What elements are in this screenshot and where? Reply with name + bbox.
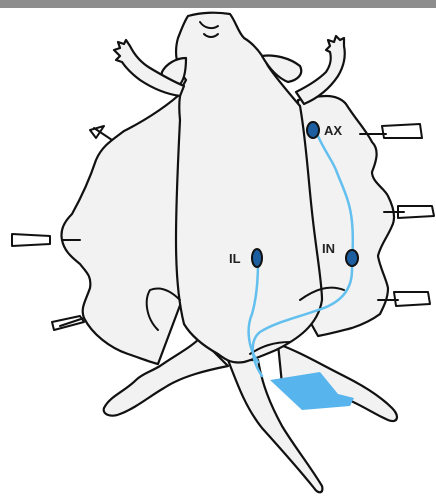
node-iliac (252, 249, 262, 267)
label-axillary: AX (324, 123, 342, 138)
node-inguinal (346, 250, 358, 266)
label-inguinal: IN (322, 241, 335, 256)
node-axillary (307, 122, 319, 138)
forelimb-right (296, 36, 345, 104)
label-iliac: IL (229, 251, 241, 266)
